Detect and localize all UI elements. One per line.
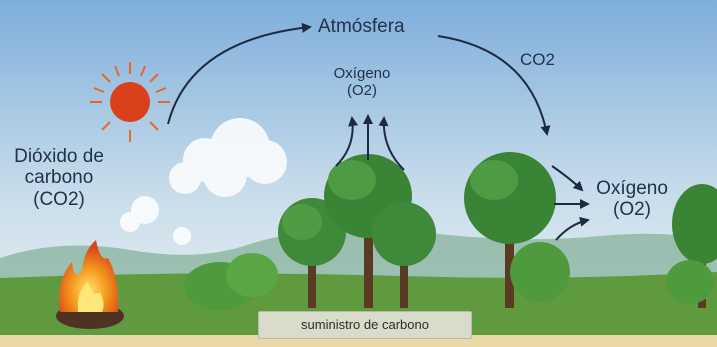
campfire-icon bbox=[56, 240, 124, 329]
oxygen-label-right: Oxígeno (O2) bbox=[590, 178, 674, 221]
atmosphere-label: Atmósfera bbox=[318, 16, 405, 37]
arrow-co2-down bbox=[437, 35, 551, 136]
cloud-icon bbox=[120, 118, 287, 245]
carbon-supply-label: suministro de carbono bbox=[301, 317, 429, 332]
bush bbox=[666, 260, 714, 304]
carbon-dioxide-label-line: Dióxido de bbox=[14, 146, 104, 167]
carbon-supply-box: suministro de carbono bbox=[258, 311, 472, 339]
arrow-o2-up-right bbox=[378, 116, 405, 171]
carbon-dioxide-label: Dióxido de carbono (CO2) bbox=[4, 146, 114, 210]
oxygen-label-center: Oxígeno (O2) bbox=[330, 65, 394, 100]
arrow-o2-up-left bbox=[335, 116, 359, 167]
arrow-to-atmosphere bbox=[167, 22, 312, 125]
oxygen-label-line: (O2) bbox=[613, 199, 651, 221]
oxygen-label-line: Oxígeno bbox=[333, 65, 391, 82]
bush bbox=[510, 242, 570, 302]
sun-icon bbox=[90, 62, 170, 142]
carbon-dioxide-label-line: (CO2) bbox=[33, 188, 85, 210]
carbon-dioxide-label-line: carbono bbox=[24, 167, 94, 189]
bush bbox=[226, 253, 278, 297]
tree bbox=[464, 152, 556, 308]
co2-label: CO2 bbox=[520, 50, 555, 69]
oxygen-label-line: (O2) bbox=[347, 81, 377, 99]
oxygen-label-line: Oxígeno bbox=[596, 178, 668, 199]
cycle-arrows bbox=[167, 22, 590, 241]
bottom-strip bbox=[0, 335, 717, 347]
forest bbox=[184, 152, 717, 310]
tree bbox=[372, 202, 436, 308]
arrow-o2-right-bottom bbox=[555, 216, 590, 241]
arrow-o2-right-top bbox=[551, 165, 584, 192]
